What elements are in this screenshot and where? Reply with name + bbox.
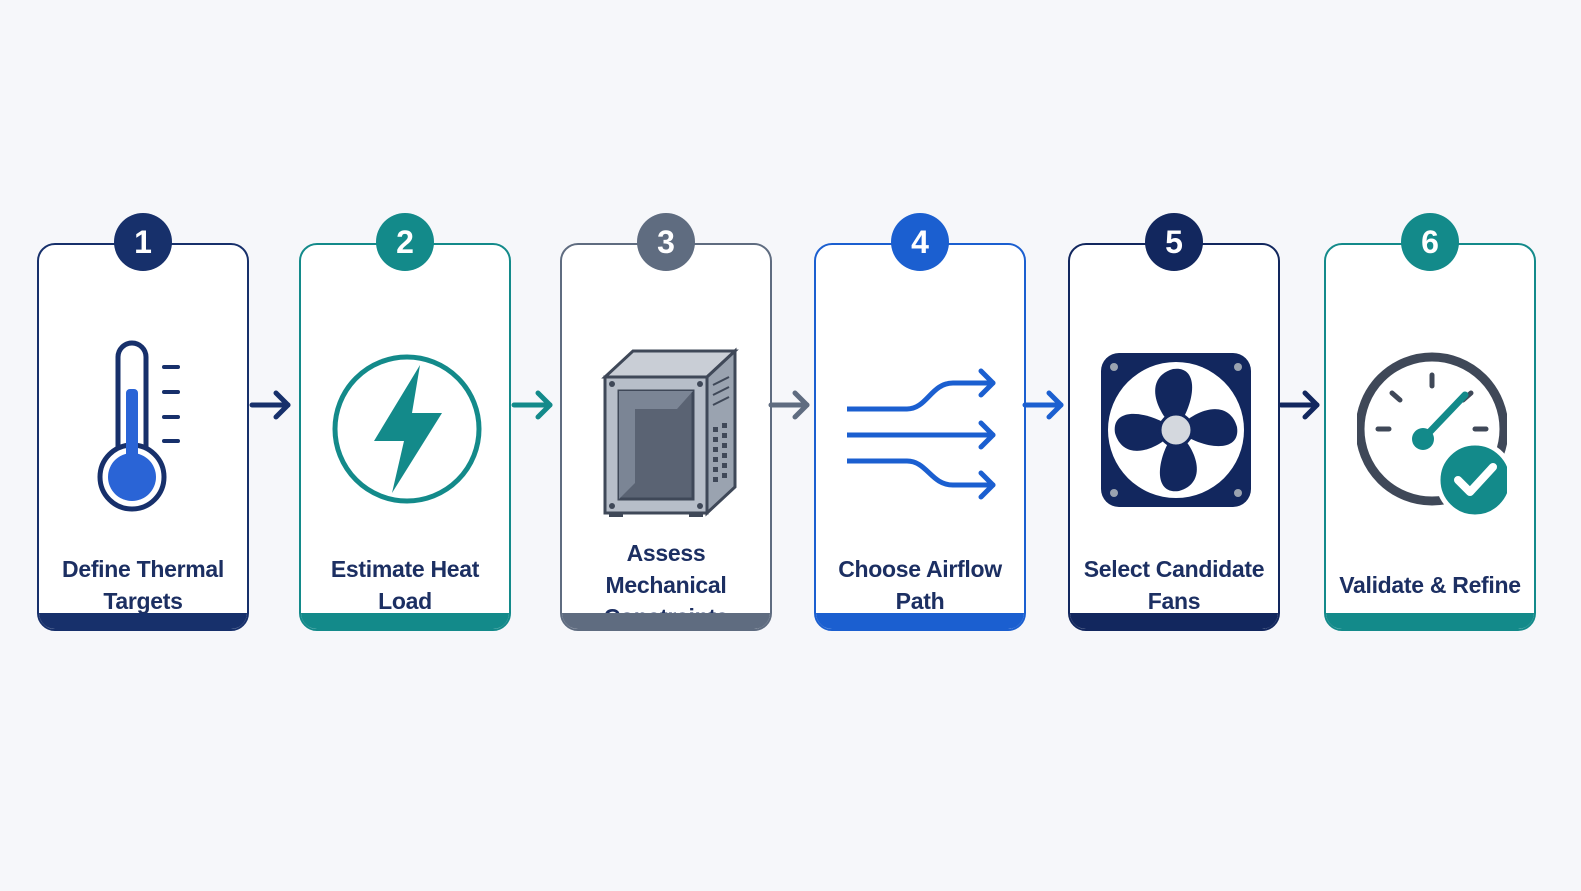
connector-arrow-1-2 [248, 388, 296, 422]
step-4-choose-airflow-path: Choose Airflow Path 4 [814, 213, 1026, 633]
airflow-arrows-icon [847, 337, 997, 517]
fan-icon [1101, 337, 1251, 517]
step-card: Define Thermal Targets [37, 243, 249, 631]
step-label: Select Candidate Fans [1083, 556, 1265, 614]
step-number-badge: 2 [376, 213, 434, 271]
step-label: Define Thermal Targets [62, 556, 224, 614]
lightning-bolt-icon [332, 337, 482, 517]
step-card: Validate & Refine [1324, 243, 1536, 631]
step-3-assess-mechanical-constraints: Assess Mechanical Constraints 3 [560, 213, 772, 633]
step-card: Estimate Heat Load [299, 243, 511, 631]
enclosure-icon [593, 337, 743, 517]
step-label: Estimate Heat Load [330, 556, 480, 614]
gauge-check-icon [1357, 337, 1507, 517]
thermometer-icon [70, 337, 220, 517]
step-number-badge: 5 [1145, 213, 1203, 271]
connector-arrow-2-3 [510, 388, 558, 422]
step-5-select-candidate-fans: Select Candidate Fans 5 [1068, 213, 1280, 633]
step-card: Select Candidate Fans [1068, 243, 1280, 631]
step-card: Choose Airflow Path [814, 243, 1026, 631]
step-label: Assess Mechanical Constraints [603, 540, 729, 630]
step-number-badge: 1 [114, 213, 172, 271]
step-6-validate-refine: Validate & Refine 6 [1324, 213, 1536, 633]
step-card: Assess Mechanical Constraints [560, 243, 772, 631]
connector-arrow-4-5 [1021, 388, 1069, 422]
step-label: Validate & Refine [1339, 572, 1521, 598]
step-number-badge: 6 [1401, 213, 1459, 271]
step-1-define-thermal-targets: Define Thermal Targets 1 [37, 213, 249, 633]
step-2-estimate-heat-load: Estimate Heat Load 2 [299, 213, 511, 633]
step-number-badge: 4 [891, 213, 949, 271]
step-number-badge: 3 [637, 213, 695, 271]
connector-arrow-3-4 [767, 388, 815, 422]
connector-arrow-5-6 [1277, 388, 1325, 422]
step-label: Choose Airflow Path [838, 556, 1002, 614]
